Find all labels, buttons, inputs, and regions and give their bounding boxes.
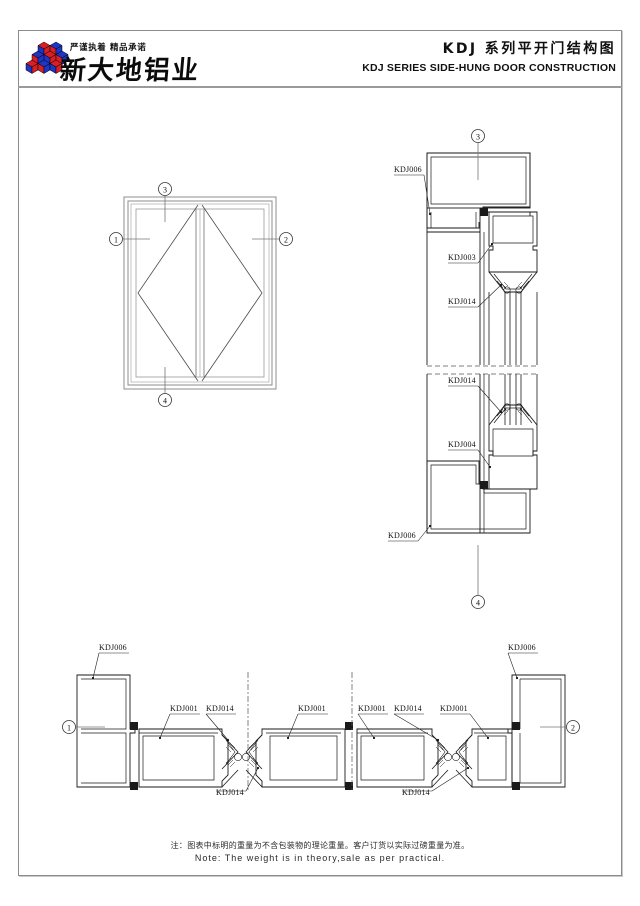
footer-note-en: Note: The weight is in theory,sale as pe… bbox=[194, 853, 446, 863]
drawing-body-area bbox=[18, 90, 622, 876]
brand-slogan: 严谨执着 精品承诺 bbox=[70, 43, 147, 53]
footer-note-cn: 注：图表中标明的重量为不含包装物的理论重量。客户订货以实际过磅重量为准。 bbox=[170, 841, 470, 850]
title-block-header bbox=[18, 30, 622, 88]
company-logo bbox=[22, 40, 74, 80]
drawing-title-cn: KDJ 系列平开门结构图 bbox=[442, 41, 616, 57]
hexagon-cube-cluster-logo-icon bbox=[25, 41, 69, 74]
drawing-title-en: KDJ SERIES SIDE-HUNG DOOR CONSTRUCTION bbox=[362, 62, 616, 74]
brand-name: 新大地铝业 bbox=[58, 56, 202, 86]
